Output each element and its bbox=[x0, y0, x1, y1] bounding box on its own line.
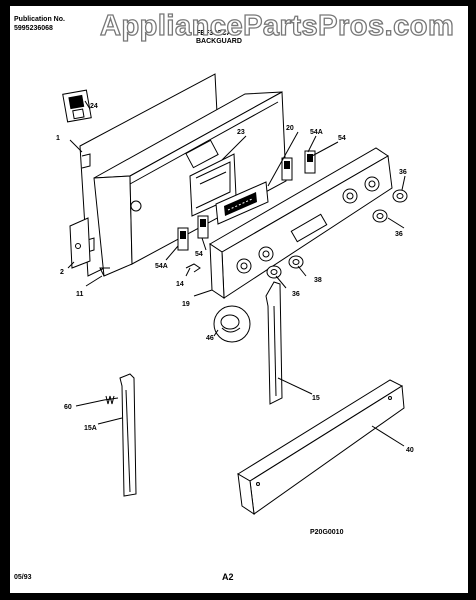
watermark: AppliancePartsPros.com bbox=[99, 9, 455, 42]
part-clip-14 bbox=[185, 263, 201, 273]
publication-number: 5995236068 bbox=[14, 25, 53, 32]
exploded-parts-drawing: 24 1 23 20 54A 54 36 36 54 54A 14 19 36 … bbox=[56, 73, 414, 536]
part-switches-lower bbox=[177, 215, 209, 251]
part-control-panel-19 bbox=[209, 147, 393, 299]
callout-60: 60 bbox=[64, 404, 72, 411]
callout-54-upper: 54 bbox=[338, 135, 346, 142]
part-bracket-2 bbox=[69, 217, 91, 269]
callout-24: 24 bbox=[90, 103, 98, 110]
callout-46: 46 bbox=[206, 335, 214, 342]
section-title: BACKGUARD bbox=[196, 38, 242, 45]
callout-1: 1 bbox=[56, 135, 60, 142]
callout-36-right: 36 bbox=[395, 231, 403, 238]
leader-lines bbox=[67, 100, 406, 447]
callout-54-lower: 54 bbox=[195, 251, 203, 258]
callout-11: 11 bbox=[76, 291, 84, 298]
part-switches-upper bbox=[281, 150, 316, 181]
model-number: FEF3??CA bbox=[196, 30, 232, 37]
callout-15: 15 bbox=[312, 395, 320, 402]
callout-labels: 24 1 23 20 54A 54 36 36 54 54A 14 19 36 … bbox=[56, 103, 414, 536]
part-screw-60 bbox=[103, 395, 119, 405]
part-endcap-15 bbox=[265, 281, 283, 405]
callout-2: 2 bbox=[60, 269, 64, 276]
footer-page: A2 bbox=[222, 572, 234, 582]
part-knobs bbox=[266, 189, 408, 279]
callout-54A-lower: 54A bbox=[155, 263, 168, 270]
callout-20: 20 bbox=[286, 125, 294, 132]
callout-36-lower: 36 bbox=[292, 291, 300, 298]
callout-54A-upper: 54A bbox=[310, 129, 323, 136]
part-endcap-15A bbox=[119, 373, 137, 497]
part-switch-24 bbox=[62, 89, 92, 123]
publication-label: Publication No. bbox=[14, 16, 65, 23]
callout-14: 14 bbox=[176, 281, 184, 288]
part-trim-40 bbox=[237, 379, 405, 516]
footer-date: 05/93 bbox=[14, 574, 32, 581]
drawing-code: P20G0010 bbox=[310, 529, 344, 536]
callout-23: 23 bbox=[237, 129, 245, 136]
callout-36-upper: 36 bbox=[399, 169, 407, 176]
callout-38: 38 bbox=[314, 277, 322, 284]
part-clock-20 bbox=[215, 181, 269, 225]
callout-15A: 15A bbox=[84, 425, 97, 432]
callout-40: 40 bbox=[406, 447, 414, 454]
part-knob-detail-46 bbox=[213, 305, 251, 343]
diagram-page: Publication No. 5995236068 FEF3??CA BACK… bbox=[10, 6, 468, 593]
callout-19: 19 bbox=[182, 301, 190, 308]
